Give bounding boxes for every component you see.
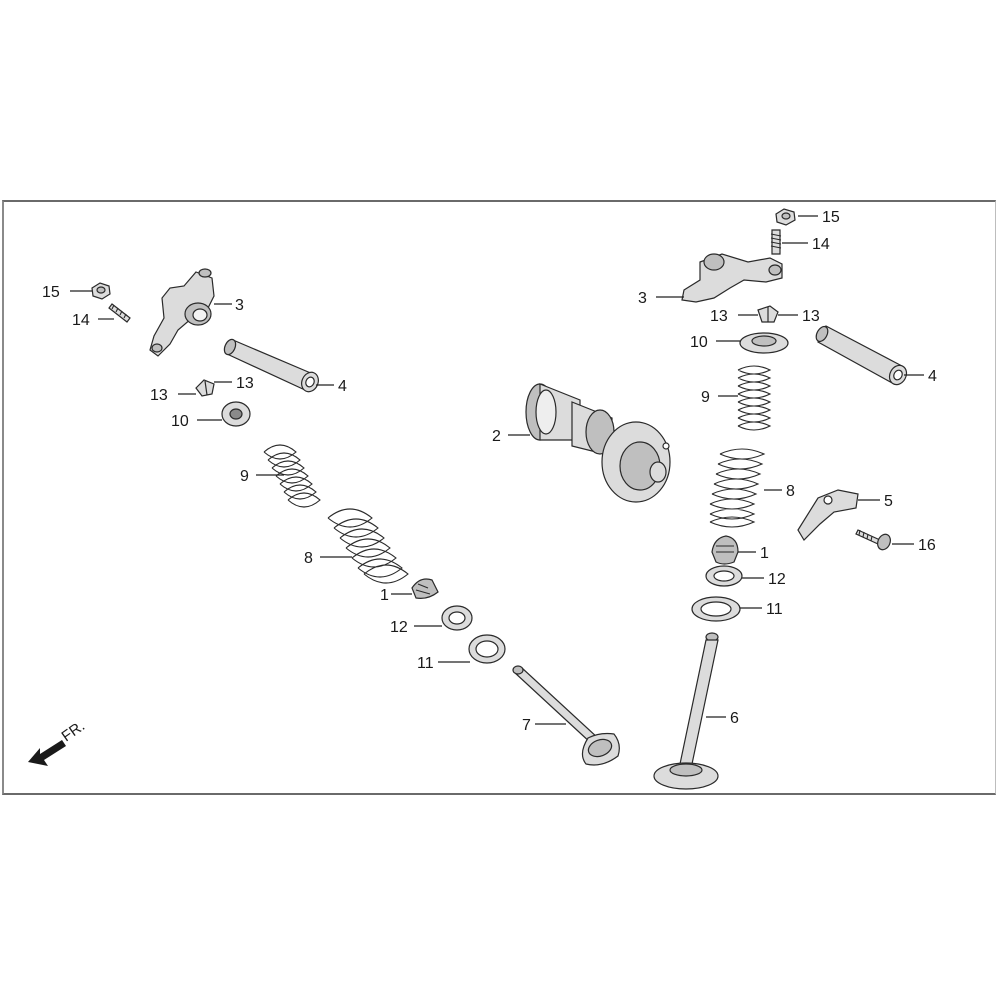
callout-13a-right: 13 — [710, 308, 728, 325]
camshaft — [525, 383, 671, 503]
callout-15-left: 15 — [42, 284, 60, 301]
leader-lines — [70, 215, 924, 725]
rocker-arm-right — [681, 253, 783, 303]
callout-12-right: 12 — [768, 571, 786, 588]
seat-washer-left — [468, 634, 506, 664]
adjust-screw-right — [770, 229, 782, 255]
front-direction-arrow: FR. — [28, 717, 88, 766]
callout-8-right: 8 — [786, 483, 795, 500]
spring-retainer-right — [739, 332, 789, 354]
valve-cotter-left — [195, 379, 215, 397]
callout-14-right: 14 — [812, 236, 830, 253]
stem-seal-right — [711, 535, 739, 565]
front-label: FR. — [59, 717, 89, 745]
inner-spring-right — [737, 365, 772, 431]
intake-valve — [512, 665, 620, 766]
outer-spring-right — [709, 448, 766, 528]
callout-9-left: 9 — [240, 468, 249, 485]
inner-spring-left — [263, 444, 321, 508]
callout-4-left: 4 — [338, 378, 347, 395]
callout-7: 7 — [522, 717, 531, 734]
callout-15-right: 15 — [822, 209, 840, 226]
callout-16: 16 — [918, 537, 936, 554]
nut-left — [91, 282, 111, 300]
rocker-shaft-right — [815, 325, 908, 386]
callout-6: 6 — [730, 710, 739, 727]
guide-plate — [797, 489, 859, 541]
callout-4-right: 4 — [928, 368, 937, 385]
callout-1-left: 1 — [380, 587, 389, 604]
outer-spring-left — [327, 508, 409, 584]
callout-labels: 15 14 3 4 13 13 10 9 8 1 12 11 7 2 15 14… — [42, 209, 937, 734]
callout-1-right: 1 — [760, 545, 769, 562]
diagram-frame — [2, 200, 996, 795]
callout-13a-left: 13 — [150, 387, 168, 404]
rocker-arm-left — [149, 268, 215, 357]
callout-13b-left: 13 — [236, 375, 254, 392]
spring-retainer-left — [221, 401, 251, 427]
stem-seal-left — [411, 578, 439, 599]
valve-cotter-right — [757, 305, 779, 323]
spring-seat-left — [441, 605, 473, 631]
callout-13b-right: 13 — [802, 308, 820, 325]
callout-3-right: 3 — [638, 290, 647, 307]
callout-10-left: 10 — [171, 413, 189, 430]
seat-washer-right — [691, 596, 741, 622]
callout-11-right: 11 — [766, 601, 783, 618]
callout-14-left: 14 — [72, 312, 90, 329]
spring-seat-right — [705, 565, 743, 587]
nut-right — [775, 208, 796, 226]
callout-3-left: 3 — [235, 297, 244, 314]
callout-2: 2 — [492, 428, 501, 445]
callout-12-left: 12 — [390, 619, 408, 636]
callout-8-left: 8 — [304, 550, 313, 567]
callout-10-right: 10 — [690, 334, 708, 351]
callout-5: 5 — [884, 493, 893, 510]
adjust-screw-left — [108, 303, 131, 323]
exhaust-valve — [653, 632, 719, 790]
callout-9-right: 9 — [701, 389, 710, 406]
callout-11-left: 11 — [417, 655, 434, 672]
bolt — [855, 529, 891, 551]
